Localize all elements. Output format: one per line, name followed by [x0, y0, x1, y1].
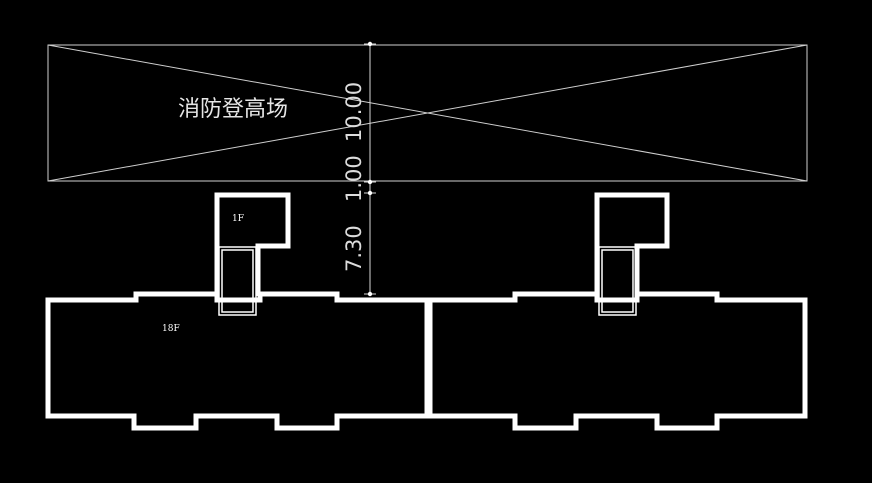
dim-node-building	[367, 190, 373, 196]
left-shaft-outer	[218, 246, 257, 316]
right-unit-outline	[427, 291, 808, 431]
right-shaft-inner	[601, 249, 634, 313]
dim-node-top	[367, 41, 373, 47]
right-stair-core	[594, 192, 670, 296]
platform-diagonal-2	[47, 44, 808, 182]
platform-outline	[47, 44, 808, 182]
dim-value-gap: 1.00	[342, 155, 366, 202]
dimension-chain: 10.00 1.00 7.30	[342, 41, 376, 297]
left-floor-label-1f: 1F	[232, 214, 244, 224]
dim-node-bottom	[367, 291, 373, 297]
left-unit-outline	[45, 291, 430, 431]
left-stair-core	[214, 192, 291, 296]
fire-rescue-platform: 消防登高场	[47, 44, 808, 182]
dim-value-platform-depth: 10.00	[342, 82, 366, 142]
building-unit-left: 1F 18F	[45, 192, 430, 431]
building-unit-right	[427, 192, 808, 431]
platform-label: 消防登高场	[178, 97, 288, 122]
dim-node-platform	[367, 179, 373, 185]
left-floor-label-18f: 18F	[162, 324, 180, 334]
left-shaft-inner	[221, 249, 254, 313]
dim-value-distance: 7.30	[342, 225, 366, 272]
right-shaft-outer	[598, 246, 637, 316]
